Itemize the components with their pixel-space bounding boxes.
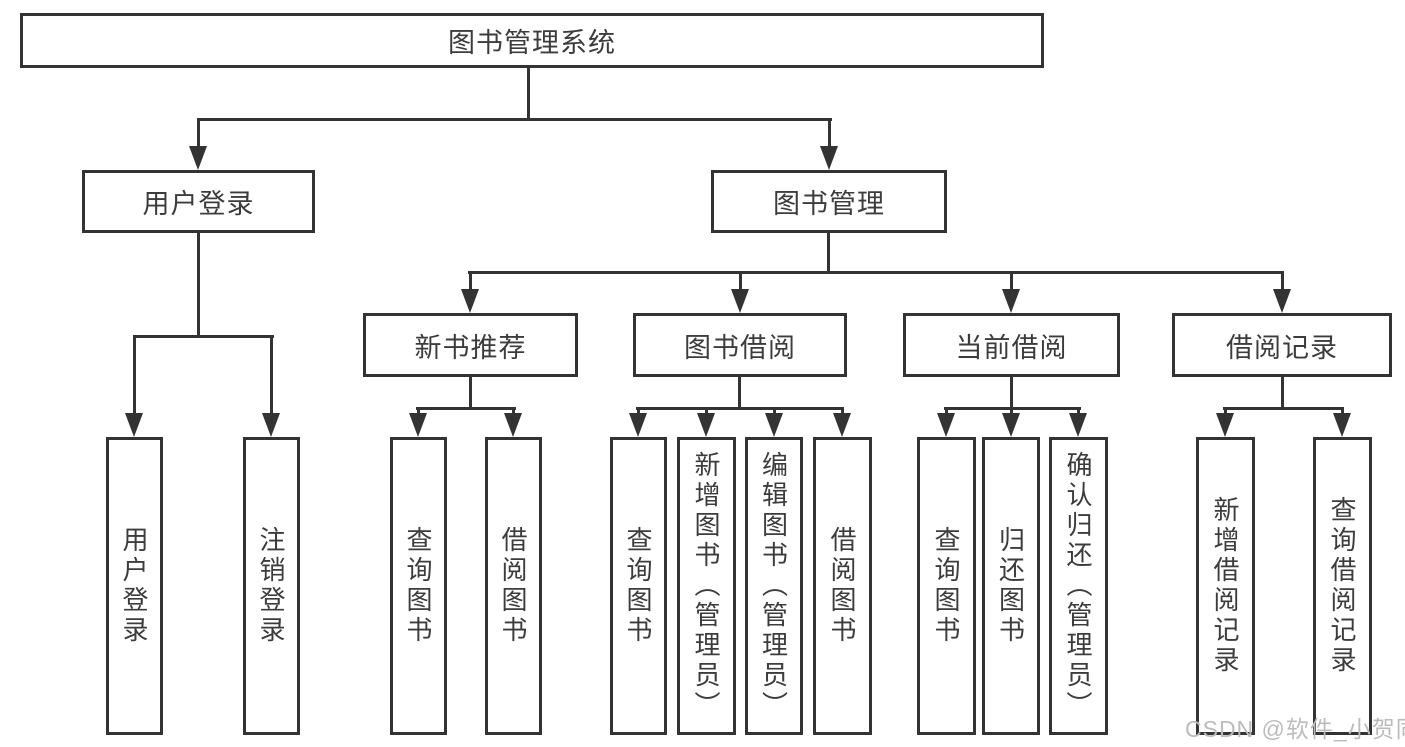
leaf-edit-book-admin-label: 编辑图书（管理员） [758, 451, 789, 721]
leaf-query-books-borrow: 查询图书 [610, 437, 667, 735]
arrowhead-down-icon [833, 413, 851, 437]
arrowhead-down-icon [1273, 289, 1291, 313]
connector-drop [1077, 407, 1080, 415]
leaf-query-books-current: 查询图书 [917, 437, 976, 735]
node-book-borrow-label: 图书借阅 [684, 332, 796, 363]
node-borrow-records: 借阅记录 [1172, 313, 1392, 377]
leaf-user-login: 用户登录 [106, 437, 163, 735]
arrowhead-down-icon [1216, 413, 1234, 437]
connector-drop [1010, 271, 1013, 289]
leaf-return-books-label: 归还图书 [995, 526, 1026, 646]
connector-drop [637, 407, 640, 415]
node-root: 图书管理系统 [20, 13, 1044, 68]
node-user-login: 用户登录 [82, 170, 315, 233]
connector-book-mgmt-split [468, 271, 1284, 274]
connector-root-split [197, 118, 832, 121]
connector-drop [417, 407, 420, 415]
connector-drop [469, 271, 472, 289]
leaf-query-books-recommend-label: 查询图书 [403, 526, 433, 646]
connector-stem [469, 377, 472, 407]
leaf-user-login-label: 用户登录 [119, 526, 149, 646]
leaf-borrow-books-label: 借阅图书 [827, 526, 857, 646]
connector-drop [133, 335, 136, 413]
leaf-query-books-borrow-label: 查询图书 [623, 526, 653, 646]
leaf-query-borrow-record: 查询借阅记录 [1313, 437, 1372, 735]
connector-drop [945, 407, 948, 415]
arrowhead-down-icon [1002, 289, 1020, 313]
node-user-login-label: 用户登录 [142, 189, 255, 219]
arrowhead-down-icon [262, 413, 280, 437]
connector-root-left-drop [197, 118, 200, 147]
leaf-logout: 注销登录 [243, 437, 300, 735]
connector-user-login-split [133, 335, 274, 338]
leaf-add-borrow-record-label: 新增借阅记录 [1210, 496, 1240, 676]
arrowhead-down-icon [409, 413, 427, 437]
connector-book-mgmt-stem [827, 233, 830, 271]
connector-stem [1010, 377, 1013, 407]
node-book-borrow: 图书借阅 [633, 313, 847, 377]
connector-drop [773, 407, 776, 415]
connector-drop [739, 271, 742, 289]
leaf-add-book-admin-label: 新增图书（管理员） [691, 451, 721, 721]
connector-root-right-drop [828, 118, 831, 147]
connector-drop [270, 335, 273, 413]
connector-drop [841, 407, 844, 415]
leaf-logout-label: 注销登录 [256, 526, 286, 646]
connector-drop [1010, 407, 1013, 415]
node-root-label: 图书管理系统 [448, 28, 616, 58]
arrowhead-down-icon [697, 413, 715, 437]
leaf-query-books-current-label: 查询图书 [931, 526, 961, 646]
leaf-query-books-recommend: 查询图书 [390, 437, 447, 735]
connector-drop [1281, 271, 1284, 289]
connector-drop [705, 407, 708, 415]
connector-split [416, 407, 516, 410]
leaf-edit-book-admin: 编辑图书（管理员） [745, 437, 803, 735]
node-book-management-label: 图书管理 [773, 189, 885, 219]
node-book-management: 图书管理 [711, 170, 947, 233]
arrowhead-down-icon [125, 413, 143, 437]
arrowhead-down-icon [765, 413, 783, 437]
connector-drop [1224, 407, 1227, 415]
node-current-borrow-label: 当前借阅 [955, 332, 1068, 363]
leaf-confirm-return-admin-label: 确认归还（管理员） [1063, 451, 1093, 721]
arrowhead-down-icon [1002, 413, 1020, 437]
arrowhead-down-icon [937, 413, 955, 437]
connector-drop [1341, 407, 1344, 415]
leaf-borrow-books-recommend-label: 借阅图书 [498, 526, 528, 646]
leaf-query-borrow-record-label: 查询借阅记录 [1327, 496, 1357, 676]
node-current-borrow: 当前借阅 [903, 313, 1120, 377]
leaf-add-book-admin: 新增图书（管理员） [677, 437, 736, 735]
arrowhead-down-icon [461, 289, 479, 313]
arrowhead-down-icon [1333, 413, 1351, 437]
arrowhead-down-icon [189, 146, 207, 170]
arrowhead-down-icon [629, 413, 647, 437]
connector-stem [738, 377, 741, 407]
watermark: CSDN @软件_小贺同学 [1185, 716, 1405, 742]
arrowhead-down-icon [504, 413, 522, 437]
node-borrow-records-label: 借阅记录 [1226, 332, 1338, 363]
node-new-book-recommend: 新书推荐 [363, 313, 578, 377]
connector-user-login-stem [197, 233, 200, 335]
connector-stem [1281, 377, 1284, 407]
arrowhead-down-icon [820, 146, 838, 170]
leaf-borrow-books: 借阅图书 [813, 437, 872, 735]
connector-split [1223, 407, 1344, 410]
connector-split [636, 407, 844, 410]
arrowhead-down-icon [1069, 413, 1087, 437]
connector-root-stem [527, 68, 530, 118]
leaf-add-borrow-record: 新增借阅记录 [1196, 437, 1255, 735]
node-new-book-recommend-label: 新书推荐 [414, 332, 527, 363]
leaf-confirm-return-admin: 确认归还（管理员） [1049, 437, 1108, 735]
arrowhead-down-icon [731, 289, 749, 313]
leaf-return-books: 归还图书 [982, 437, 1040, 735]
leaf-borrow-books-recommend: 借阅图书 [485, 437, 542, 735]
connector-drop [512, 407, 515, 415]
